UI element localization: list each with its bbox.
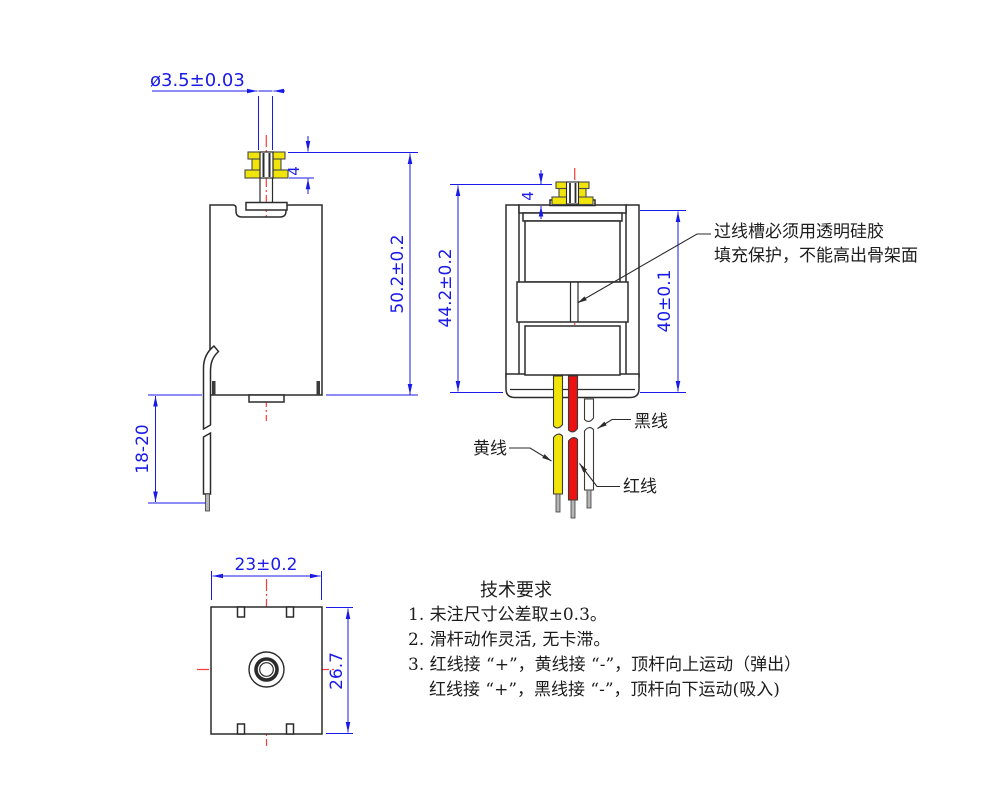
plunger-hole-inner <box>259 662 274 677</box>
red-wire-lower <box>567 437 579 501</box>
dim-text-overall-height-side: 44.2±0.2 <box>436 248 456 327</box>
black-wire-tip <box>586 489 592 509</box>
plunger-hole-outer <box>248 651 285 688</box>
tech-requirements-title: 技术要求 <box>480 580 552 601</box>
wire-tip-front <box>205 493 210 512</box>
dim-text-width-top: 23±0.2 <box>235 555 298 575</box>
wire-labels: 黄线 黑线 红线 <box>473 412 668 497</box>
black-wire-label: 黑线 <box>634 412 668 432</box>
plunger-flange-front <box>245 201 288 211</box>
dim-width-top: 23±0.2 <box>211 555 322 600</box>
dim-depth-top: 26.7 <box>326 607 353 734</box>
dim-text-overall-height-front: 50.2±0.2 <box>388 234 408 313</box>
bottom-tab-front <box>248 394 285 403</box>
yellow-wire-upper <box>552 375 564 429</box>
dim-plunger-diameter: ø3.5±0.03 <box>150 70 285 150</box>
dim-cap-height-front: 4 <box>285 136 418 194</box>
tech-requirements: 技术要求 1. 未注尺寸公差取±0.3。 2. 滑杆动作灵活, 无卡滞。 3. … <box>408 578 888 703</box>
tech-requirement-2: 2. 滑杆动作灵活, 无卡滞。 <box>408 630 611 650</box>
plunger-hole-ring <box>254 657 279 682</box>
yellow-wire-lower <box>552 433 564 495</box>
yellow-wire-label: 黄线 <box>473 439 507 459</box>
tech-requirement-3: 3. 红线接 “+”，黄线接 “-”，顶杆向上运动（弹出） <box>408 655 802 675</box>
red-wire-tip <box>570 499 576 519</box>
dim-lead-length: 18-20 <box>133 394 206 504</box>
dim-text-frame-height: 40±0.1 <box>655 270 675 333</box>
dim-text-plunger-diameter: ø3.5±0.03 <box>150 70 245 91</box>
note-leader-line <box>577 233 711 304</box>
note-line-2: 填充保护，不能高出骨架面 <box>714 246 918 266</box>
bracket-claw-right <box>316 381 320 395</box>
body-outline-top <box>210 606 323 735</box>
dim-frame-height: 40±0.1 <box>640 210 686 393</box>
dim-overall-height-side: 44.2±0.2 <box>436 185 503 393</box>
plunger-cap-front <box>244 151 289 179</box>
black-wire-upper <box>583 398 595 422</box>
plunger-cap-side <box>549 181 596 207</box>
tech-requirement-1: 1. 未注尺寸公差取±0.3。 <box>408 605 607 625</box>
wires-side <box>552 375 595 519</box>
dim-text-cap-height-side: 4 <box>519 191 537 201</box>
dim-cap-height-side: 4 <box>450 170 552 219</box>
red-wire-upper <box>567 375 579 433</box>
tech-requirement-3b: 红线接 “+”，黑线接 “-”，顶杆向下运动(吸入) <box>429 680 780 700</box>
coil-bobbin-side <box>516 220 629 376</box>
side-view: 4 44.2±0.2 40±0.1 过线槽必须用透明硅胶 填充保护，不能高出骨架… <box>436 168 918 519</box>
front-view: ø3.5±0.03 4 <box>133 70 418 512</box>
red-wire-label: 红线 <box>623 477 657 497</box>
top-view: 23±0.2 26.7 <box>197 555 353 746</box>
dim-text-depth-top: 26.7 <box>327 652 347 690</box>
lead-wire-front <box>202 344 220 512</box>
silicone-note: 过线槽必须用透明硅胶 填充保护，不能高出骨架面 <box>577 222 918 304</box>
dim-text-cap-height-front: 4 <box>285 166 303 176</box>
note-line-1: 过线槽必须用透明硅胶 <box>714 222 884 242</box>
black-wire-lower <box>583 427 595 491</box>
dim-overall-height-front: 50.2±0.2 <box>326 153 418 396</box>
solenoid-body-front <box>209 178 323 403</box>
yellow-wire-tip <box>555 493 561 513</box>
wire-slot-band <box>516 281 629 323</box>
dim-text-lead-length: 18-20 <box>133 424 153 473</box>
bracket-claw-left <box>212 381 216 395</box>
